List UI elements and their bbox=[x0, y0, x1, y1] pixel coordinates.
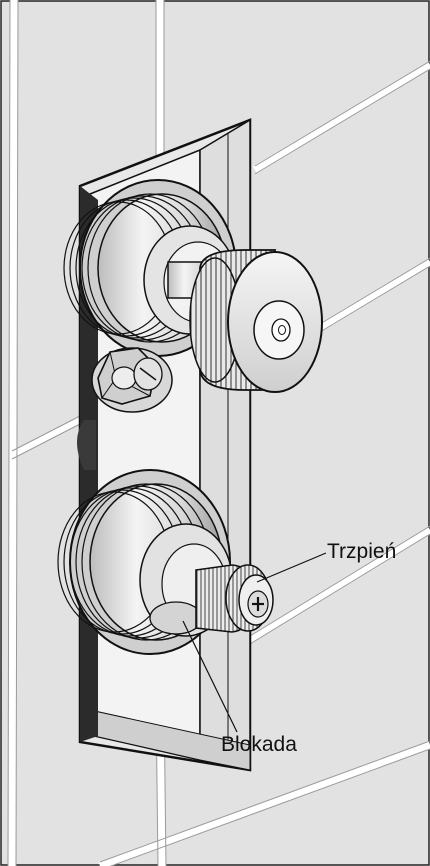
hex-nut bbox=[91, 347, 173, 413]
housing-side-dark bbox=[77, 420, 96, 470]
lower-stem bbox=[195, 564, 274, 633]
stem-leader bbox=[256, 552, 327, 583]
upper-knob bbox=[189, 249, 323, 393]
tile-wall bbox=[7, 0, 430, 866]
lower-cartridge bbox=[57, 469, 233, 655]
lock-leader bbox=[182, 620, 238, 733]
lock-label: Blokada bbox=[221, 733, 297, 756]
stem-screw-cross bbox=[252, 597, 264, 611]
callout-leaders bbox=[182, 552, 327, 733]
stem-label: Trzpień bbox=[327, 540, 397, 563]
